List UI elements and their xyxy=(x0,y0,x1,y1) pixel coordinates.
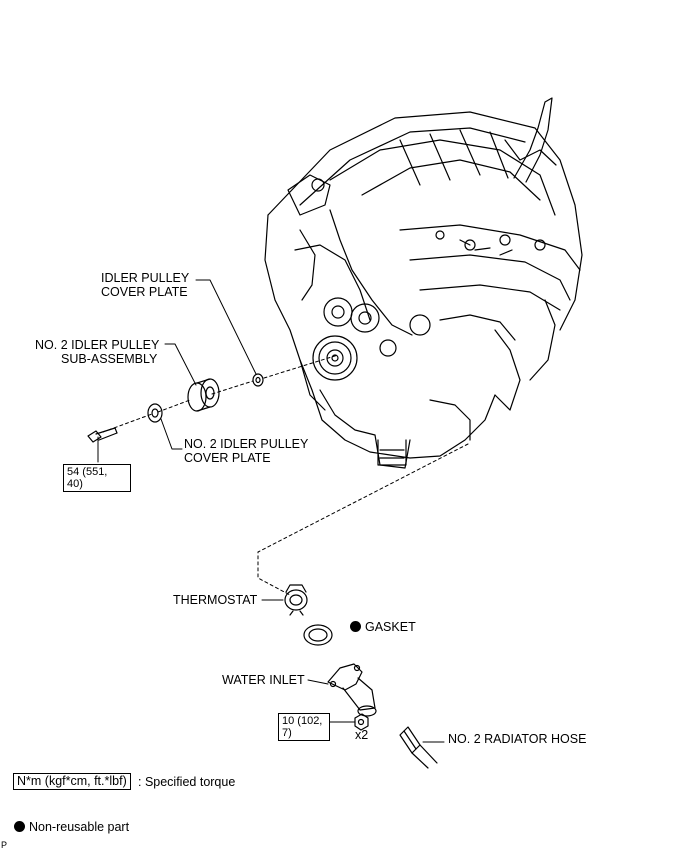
non-reusable-legend: Non-reusable part xyxy=(14,820,129,834)
corner-code: P xyxy=(1,840,8,850)
torque-value: 54 (551, xyxy=(67,466,108,478)
non-reusable-text: Non-reusable part xyxy=(29,820,130,834)
label-line: SUB-ASSEMBLY xyxy=(61,352,158,366)
torque-value: 7) xyxy=(282,727,292,739)
water-inlet-part xyxy=(327,663,377,717)
bolt-torque-box: 54 (551, 40) xyxy=(63,464,131,492)
label-line: COVER PLATE xyxy=(101,285,188,299)
thermostat-part xyxy=(284,584,308,616)
label-line: COVER PLATE xyxy=(184,451,271,465)
water-inlet-label: WATER INLET xyxy=(222,673,305,687)
bolt-part xyxy=(87,427,118,443)
non-reusable-dot-icon xyxy=(350,621,361,632)
thermostat-label: THERMOSTAT xyxy=(173,593,258,607)
quantity-label: x2 xyxy=(355,728,369,742)
nut-torque-box: 10 (102, 7) xyxy=(278,713,330,741)
torque-value: 40) xyxy=(67,478,83,490)
no2-idler-pulley-sub-assembly-label: NO. 2 IDLER PULLEY SUB-ASSEMBLY xyxy=(35,338,159,366)
torque-value: 10 (102, xyxy=(282,715,323,727)
engine-assembly xyxy=(264,97,583,469)
no2-idler-pulley-cover-plate-label: NO. 2 IDLER PULLEY COVER PLATE xyxy=(184,437,308,465)
label-line: NO. 2 IDLER PULLEY xyxy=(35,338,160,352)
label-line: NO. 2 IDLER PULLEY xyxy=(184,437,309,451)
radiator-hose-part xyxy=(399,726,438,769)
label-line: IDLER PULLEY xyxy=(101,271,190,285)
torque-legend-box: N*m (kgf*cm, ft.*lbf) xyxy=(13,773,131,790)
idler-pulley-cover-plate-label: IDLER PULLEY COVER PLATE xyxy=(101,271,189,299)
non-reusable-dot-icon xyxy=(14,821,25,832)
gasket-text: GASKET xyxy=(365,620,416,634)
radiator-hose-label: NO. 2 RADIATOR HOSE xyxy=(448,732,587,746)
torque-legend-text: : Specified torque xyxy=(138,775,236,789)
idler-pulley-part xyxy=(187,378,220,412)
gasket-label: GASKET xyxy=(350,620,416,634)
